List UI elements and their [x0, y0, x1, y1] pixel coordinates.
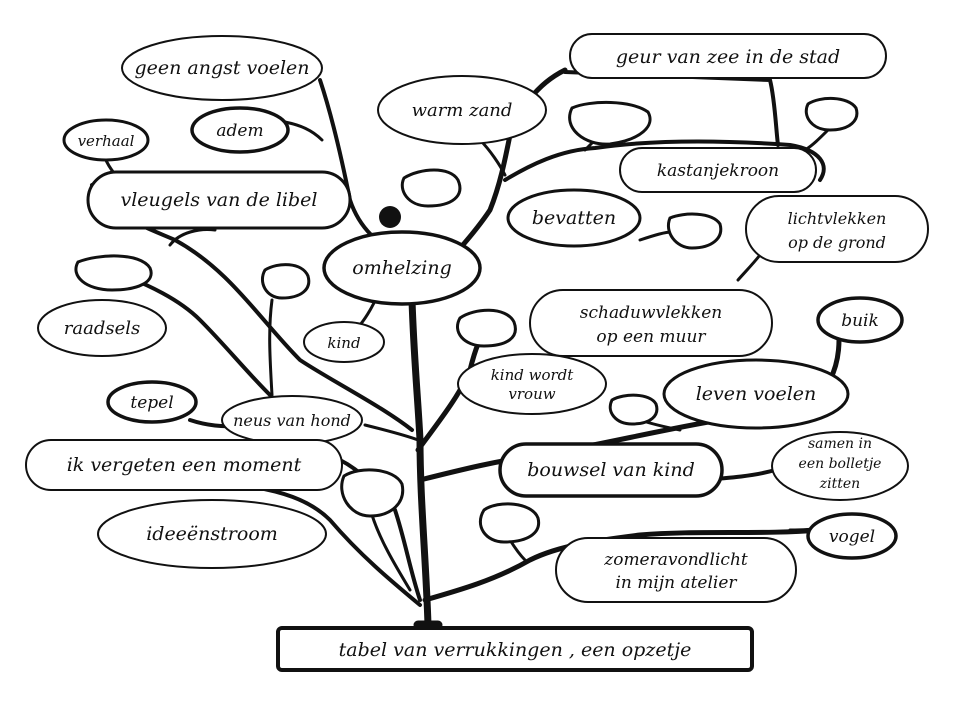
label-samen-3: zitten [819, 476, 860, 492]
label-kastanjekroon: kastanjekroon [657, 161, 779, 181]
label-buik: buik [841, 311, 879, 331]
label-vleugels: vleugels van de libel [121, 189, 318, 211]
label-schaduwvlekken-2: op een muur [596, 327, 706, 347]
diagram-title: tabel van verrukkingen , een opzetje [339, 639, 692, 661]
bubble-lichtvlekken: lichtvlekken op de grond [745, 195, 929, 263]
bubble-neus-van-hond: neus van hond [221, 395, 363, 445]
label-lichtvlekken-1: lichtvlekken [788, 209, 887, 228]
branch-to-empty-lower-left [370, 513, 412, 592]
label-omhelzing: omhelzing [352, 257, 452, 279]
label-kind-wordt-vrouw-1: kind wordt [491, 366, 575, 384]
labeled-bubbles: geen angst voelen geur van zee in de sta… [25, 33, 929, 603]
branch-to-vleugels [168, 228, 217, 247]
label-kind: kind [327, 334, 360, 352]
label-samen-2: een bolletje [799, 456, 882, 472]
bubble-bouwsel: bouwsel van kind [498, 442, 724, 498]
branch-to-neus [363, 423, 420, 442]
label-kind-wordt-vrouw-2: vrouw [508, 385, 555, 403]
bubble-kind-wordt-vrouw: kind wordt vrouw [457, 353, 607, 415]
empty-bubble-5 [804, 97, 859, 132]
label-raadsels: raadsels [64, 318, 140, 339]
bubble-kastanjekroon: kastanjekroon [619, 147, 817, 193]
label-vogel: vogel [829, 527, 875, 547]
label-lichtvlekken-2: op de grond [788, 233, 886, 252]
branch-to-warm-zand [478, 138, 507, 177]
bubble-bevatten: bevatten [506, 188, 642, 248]
label-ik-vergeten: ik vergeten een moment [67, 454, 302, 476]
empty-bubble-10 [478, 502, 541, 544]
bubble-kind: kind [303, 321, 385, 363]
bubble-verhaal: verhaal [62, 118, 150, 162]
bubble-warm-zand: warm zand [377, 75, 547, 145]
empty-bubble-1 [400, 168, 462, 208]
bubble-leven-voelen: leven voelen [662, 358, 850, 430]
empty-bubble-2 [74, 254, 153, 292]
bubble-geen-angst: geen angst voelen [121, 35, 323, 101]
label-leven-voelen: leven voelen [696, 383, 817, 405]
branch-to-ideeen [238, 483, 422, 607]
empty-bubbles [74, 97, 859, 544]
branch-to-geur [563, 70, 780, 147]
bubble-adem: adem [190, 106, 290, 154]
empty-bubble-7 [456, 308, 517, 348]
bubble-tepel: tepel [106, 380, 198, 424]
bubble-vogel: vogel [806, 512, 898, 560]
label-schaduwvlekken-1: schaduwvlekken [580, 303, 722, 323]
label-tepel: tepel [130, 393, 173, 413]
trunk [408, 296, 432, 629]
dot-marker [379, 206, 401, 228]
label-adem: adem [216, 121, 263, 141]
empty-bubble-3 [260, 263, 311, 300]
bubble-ideeenstroom: ideeënstroom [97, 499, 327, 569]
label-zomeravondlicht-1: zomeravondlicht [603, 550, 748, 570]
branch-to-adem [283, 120, 324, 142]
bubble-zomeravondlicht: zomeravondlicht in mijn atelier [555, 537, 797, 603]
label-verhaal: verhaal [78, 132, 135, 150]
bubble-geur-van-zee: geur van zee in de stad [569, 33, 887, 79]
branch-to-lichtvlekken [736, 253, 762, 282]
empty-bubble-4 [568, 100, 652, 146]
label-geur-van-zee: geur van zee in de stad [616, 46, 840, 68]
label-bouwsel: bouwsel van kind [527, 459, 695, 481]
bubble-buik: buik [816, 296, 904, 344]
label-samen-1: samen in [808, 436, 872, 452]
branch-to-kastanje [503, 139, 826, 182]
branch-to-empty-left [268, 298, 274, 397]
title-box: tabel van verrukkingen , een opzetje [276, 626, 754, 672]
label-geen-angst: geen angst voelen [134, 57, 309, 79]
label-ideeenstroom: ideeënstroom [146, 523, 278, 545]
bubble-raadsels: raadsels [37, 299, 167, 357]
bubble-omhelzing: omhelzing [322, 230, 482, 306]
empty-bubble-9 [340, 468, 405, 518]
bubble-vleugels: vleugels van de libel [86, 170, 352, 230]
label-neus-van-hond: neus van hond [233, 411, 351, 430]
bubble-ik-vergeten: ik vergeten een moment [25, 439, 343, 491]
bubble-samen: samen in een bolletje zitten [771, 431, 909, 501]
branch-to-bevatten [638, 230, 674, 242]
bubble-schaduwvlekken: schaduwvlekken op een muur [529, 289, 773, 357]
empty-bubble-6 [667, 212, 723, 250]
label-warm-zand: warm zand [412, 100, 513, 121]
label-zomeravondlicht-2: in mijn atelier [615, 573, 737, 593]
empty-bubble-8 [608, 393, 659, 426]
label-bevatten: bevatten [532, 207, 616, 229]
